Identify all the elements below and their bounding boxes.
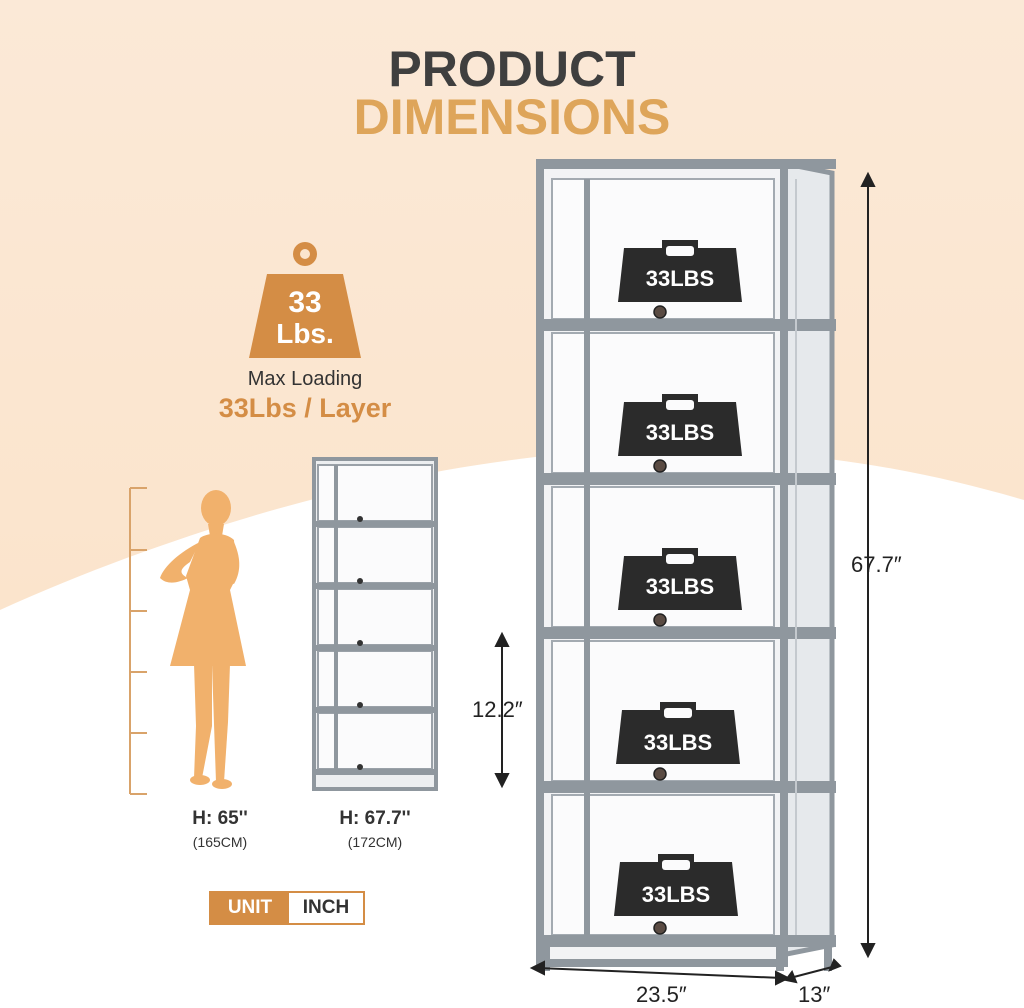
small-cabinet-height: H: 67.7'': [339, 808, 411, 829]
title-line-1: PRODUCT: [388, 41, 636, 97]
person-height: H: 65'': [192, 808, 248, 829]
height-ruler: [129, 487, 147, 795]
person-metric: (165CM): [192, 834, 248, 850]
small-cabinet-metric: (172CM): [347, 834, 403, 850]
depth-label: 13″: [798, 982, 831, 1007]
weight-block-icon: [616, 702, 740, 764]
weight-block-icon: [618, 240, 742, 302]
shelf-1-weight-label: 33LBS: [645, 266, 715, 291]
person-silhouette: [160, 490, 246, 789]
shelf-2-weight-label: 33LBS: [645, 420, 715, 445]
width-label: 23.5″: [636, 982, 687, 1007]
title-line-2: DIMENSIONS: [353, 89, 671, 145]
weight-block-icon: [618, 548, 742, 610]
weight-block-icon: [618, 394, 742, 456]
unit-value[interactable]: INCH: [289, 893, 363, 923]
total-height-label: 67.7″: [851, 552, 902, 577]
unit-label: UNIT: [211, 893, 289, 923]
shelf-5-weight-label: 33LBS: [641, 882, 711, 907]
weight-block-icon: [614, 854, 738, 916]
weight-icon: [249, 242, 361, 358]
weight-unit: Lbs.: [276, 318, 334, 349]
max-loading-value: 33Lbs / Layer: [218, 393, 392, 423]
unit-toggle[interactable]: UNIT INCH: [209, 891, 365, 925]
layer-height-label: 12.2″: [472, 697, 523, 722]
max-loading-caption: Max Loading: [247, 368, 363, 390]
small-cabinet-image: [312, 457, 438, 791]
shelf-3-weight-label: 33LBS: [645, 574, 715, 599]
weight-value: 33: [288, 286, 322, 319]
shelf-4-weight-label: 33LBS: [643, 730, 713, 755]
